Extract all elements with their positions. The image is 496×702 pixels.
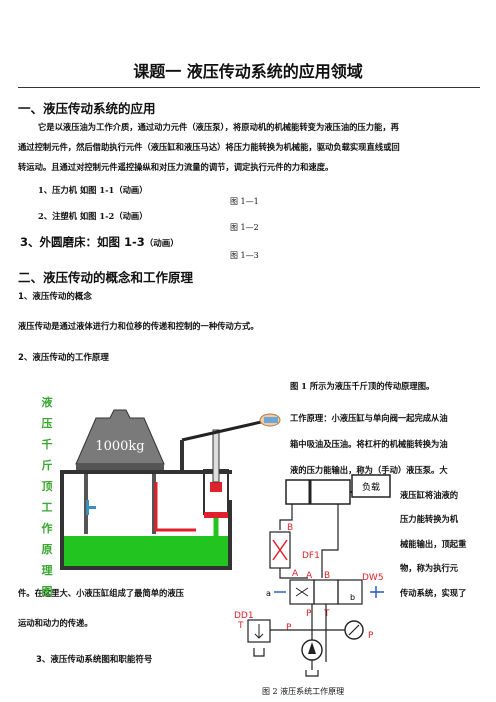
tank-symbol-dd1	[253, 648, 265, 657]
fig-1-1-label: 图 1—1	[230, 197, 259, 206]
label-t2: T	[237, 621, 244, 631]
label-dd1: DD1	[234, 611, 254, 621]
left-line1: 件。在这里大、小液压缸组成了最简单的液压	[18, 588, 184, 598]
vlabel-char: 理	[41, 564, 53, 577]
jack-vertical-label: 液 压 千 斤 顶 工 作 原 理 图	[40, 392, 54, 602]
label-p2: P	[286, 623, 292, 633]
tank-bottom	[60, 566, 232, 570]
hydraulic-jack-illustration: 1000kg	[60, 409, 281, 570]
dd1-arrow-icon	[254, 624, 264, 639]
tank-oil	[64, 536, 228, 566]
sleeve-icon	[264, 417, 278, 423]
tank-right-wall	[228, 500, 232, 570]
right-line2: 工作原理：小液压缸与单向阀一起完成从油	[290, 413, 448, 423]
right-narrow-line2: 压力能转换为机	[400, 514, 459, 524]
label-p1: P	[306, 609, 312, 619]
concept-text: 液压传动是通过液体进行力和位移的传递和控制的一种传动方式。	[18, 321, 259, 331]
section1-para-line3: 转运动。且通过对控制元件遥控操纵和对压力流量的调节，调定执行元件的力和速度。	[18, 162, 334, 172]
weight-1000kg	[75, 409, 165, 465]
principle-subheading: 2、液压传动的工作原理	[18, 353, 109, 363]
pump-arrow-icon	[308, 642, 316, 654]
fig-1-3-label: 图 1—3	[230, 251, 259, 260]
vlabel-char: 作	[41, 522, 53, 535]
item-press-link[interactable]: 1、压力机 如图 1-1（动画）	[38, 185, 148, 195]
item-grinder-text: 3、外圆磨床：如图 1-3	[20, 235, 145, 249]
vlabel-char: 工	[41, 501, 53, 514]
right-narrow-line1: 液压缸将油液的	[400, 490, 459, 500]
df1-cross-b	[272, 539, 288, 561]
section1-heading: 一、液压传动系统的应用	[18, 101, 156, 116]
drain-valve-knob	[86, 500, 89, 515]
lever-arm[interactable]	[181, 418, 271, 442]
left-line2: 运动和动力的传递。	[18, 618, 93, 628]
weight-base	[76, 464, 164, 470]
small-piston-rod	[212, 429, 220, 483]
dw5-cell-center[interactable]	[313, 579, 339, 605]
weight-label: 1000kg	[95, 439, 144, 454]
lever-pivot-post	[180, 440, 184, 472]
hydraulic-schematic: 负载 B DF1 A A B DW5 a b P T DD1 T P P	[234, 474, 391, 677]
dd1-valve[interactable]	[247, 619, 271, 643]
right-narrow-line5: 传动系统，实现了	[400, 588, 467, 598]
right-narrow-line4: 物，称为执行元	[400, 563, 459, 573]
label-df1: DF1	[302, 551, 320, 561]
line-a-port	[279, 568, 308, 579]
dw5-solenoid-icon	[370, 586, 384, 598]
tank-left-wall	[60, 470, 64, 570]
concept-subheading: 1、液压传动的概念	[18, 292, 92, 302]
vlabel-char: 顶	[41, 480, 53, 493]
fig-2-caption: 图 2 液压系统工作原理	[262, 687, 345, 696]
label-b-small: b	[350, 593, 355, 602]
page-title: 课题一 液压传动系统的应用领域	[133, 62, 363, 81]
line-b-port	[321, 504, 339, 578]
vlabel-char: 图	[41, 585, 53, 598]
drain-valve	[86, 506, 96, 509]
big-cylinder-right	[152, 474, 156, 534]
right-narrow-line3: 械能输出，顶起重	[400, 539, 467, 549]
pressure-pipe	[154, 482, 196, 532]
dw5-cell-right[interactable]	[337, 579, 363, 605]
vlabel-char: 原	[41, 543, 53, 556]
label-a1: A	[292, 569, 299, 579]
section1-para-line2: 通过控制元件，然后借助执行元件（液压缸和液压马达）将压力能转换为机械能，驱动负载…	[18, 142, 400, 152]
title-divider	[18, 87, 480, 88]
tank-symbol-pump	[305, 670, 319, 677]
right-line4: 液的压力能输出，称为（手动）液压泵。大	[290, 465, 448, 475]
load-box	[351, 474, 391, 498]
fig-1-2-label: 图 1—2	[230, 223, 259, 232]
item-injection-link[interactable]: 2、注塑机 如图 1-2（动画）	[38, 211, 148, 221]
label-p3: P	[368, 631, 374, 641]
item-grinder-link[interactable]: 3、外圆磨床：如图 1-3（动画）	[20, 234, 179, 250]
load-label: 负载	[362, 481, 380, 493]
section2-heading: 二、液压传动的概念和工作原理	[18, 270, 194, 285]
gauge-needle	[348, 624, 360, 636]
item-grinder-suffix: （动画）	[144, 239, 179, 249]
symbols-subheading: 3、液压传动系统图和职能符号	[36, 655, 153, 665]
label-a2: A	[306, 571, 313, 581]
vlabel-char: 液	[41, 396, 53, 409]
label-b1: B	[287, 523, 293, 533]
label-b2: B	[324, 571, 330, 581]
check-valve-block	[204, 512, 228, 518]
actuator-cylinder	[285, 479, 351, 505]
label-a-small: a	[266, 589, 271, 598]
right-line1: 图 1 所示为液压千斤顶的传动原理图。	[290, 381, 435, 391]
line-to-df1	[279, 504, 293, 530]
right-line3: 箱中吸油及压油。将杠杆的机械能转换为油	[290, 439, 448, 449]
small-piston-chamber	[210, 482, 222, 492]
dw5-arrows	[295, 587, 309, 597]
vlabel-char: 斤	[41, 459, 53, 472]
label-dw5: DW5	[362, 573, 384, 583]
vlabel-char: 压	[41, 417, 53, 430]
section1-para-line1: 它是以液压油为工作介质，通过动力元件（液压泵），将原动机的机械能转变为液压油的压…	[38, 122, 399, 132]
vlabel-char: 千	[41, 438, 53, 451]
tank-top-plate	[60, 470, 232, 474]
